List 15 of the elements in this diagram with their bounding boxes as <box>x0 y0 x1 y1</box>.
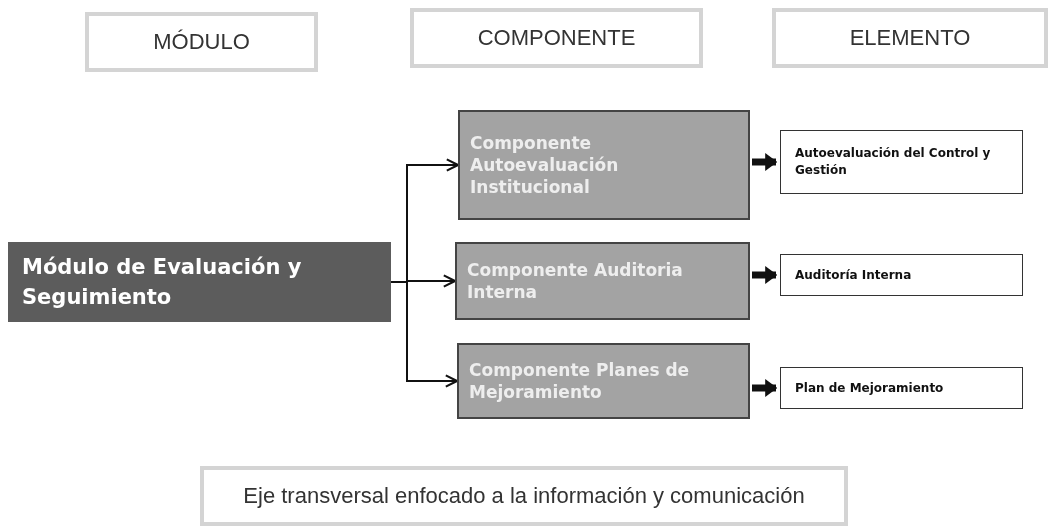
header-label: MÓDULO <box>85 12 318 72</box>
component-box: Componente Planes de Mejoramiento <box>457 343 750 419</box>
arrow <box>390 281 459 388</box>
module-box: Módulo de Evaluación y Seguimiento <box>8 242 391 322</box>
header-label: COMPONENTE <box>410 8 703 68</box>
arrow <box>752 156 778 168</box>
component-box: Componente Autoevaluación Institucional <box>458 110 750 220</box>
component-box: Componente Auditoria Interna <box>455 242 750 320</box>
header-label: ELEMENTO <box>772 8 1048 68</box>
element-box: Plan de Mejoramiento <box>780 367 1023 409</box>
arrow <box>752 382 778 394</box>
header-label: Eje transversal enfocado a la información y comunicación <box>200 466 848 526</box>
element-box: Autoevaluación del Control y Gestión <box>780 130 1023 194</box>
element-box: Auditoría Interna <box>780 254 1023 296</box>
arrow <box>752 269 778 281</box>
